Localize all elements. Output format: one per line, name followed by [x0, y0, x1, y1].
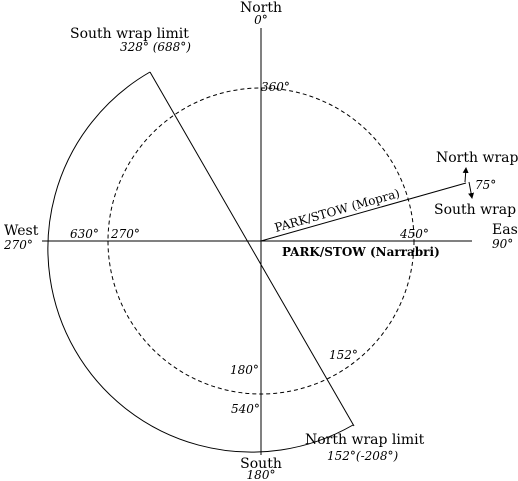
outer-left-angle: 630° — [70, 227, 99, 241]
east-angle: 90° — [492, 237, 513, 251]
park-stow-narrabri-label: PARK/STOW (Narrabri) — [282, 245, 440, 259]
south-wrap-arrow — [468, 181, 475, 199]
west-label: West — [4, 223, 39, 239]
outer-wrap-arc — [47, 71, 354, 453]
inner-top-angle: 360° — [261, 80, 290, 94]
north-label: North — [240, 0, 282, 16]
south-label: South — [240, 456, 282, 472]
south-wrap-limit-label: South wrap limit — [70, 26, 189, 42]
north-wrap-limit-label: North wrap limit — [305, 432, 425, 448]
south-wrap-limit-angle: 328° (688°) — [120, 40, 191, 54]
inner-limit-angle: 152° — [329, 348, 358, 362]
park-stow-mopra-line — [260, 182, 467, 242]
west-angle: 270° — [3, 238, 33, 252]
east-label: East — [492, 222, 518, 238]
north-wrap-limit-angle: 152°(-208°) — [327, 449, 399, 463]
inner-left-angle: 270° — [110, 227, 140, 241]
south-angle: 180° — [247, 468, 276, 481]
wrap-limit-line — [149, 71, 355, 427]
inner-azimuth-circle — [107, 87, 415, 395]
outer-right-angle: 450° — [399, 227, 429, 241]
south-wrap-label: South wrap — [434, 202, 516, 218]
north-wrap-label: North wrap — [436, 150, 518, 166]
north-angle: 0° — [254, 13, 268, 27]
north-wrap-arrow — [462, 167, 469, 183]
inner-bottom-angle: 180° — [230, 363, 259, 377]
park-stow-mopra-label: PARK/STOW (Mopra) — [273, 186, 401, 235]
outer-bottom-angle: 540° — [231, 402, 260, 416]
wrap-angle: 75° — [475, 178, 496, 192]
